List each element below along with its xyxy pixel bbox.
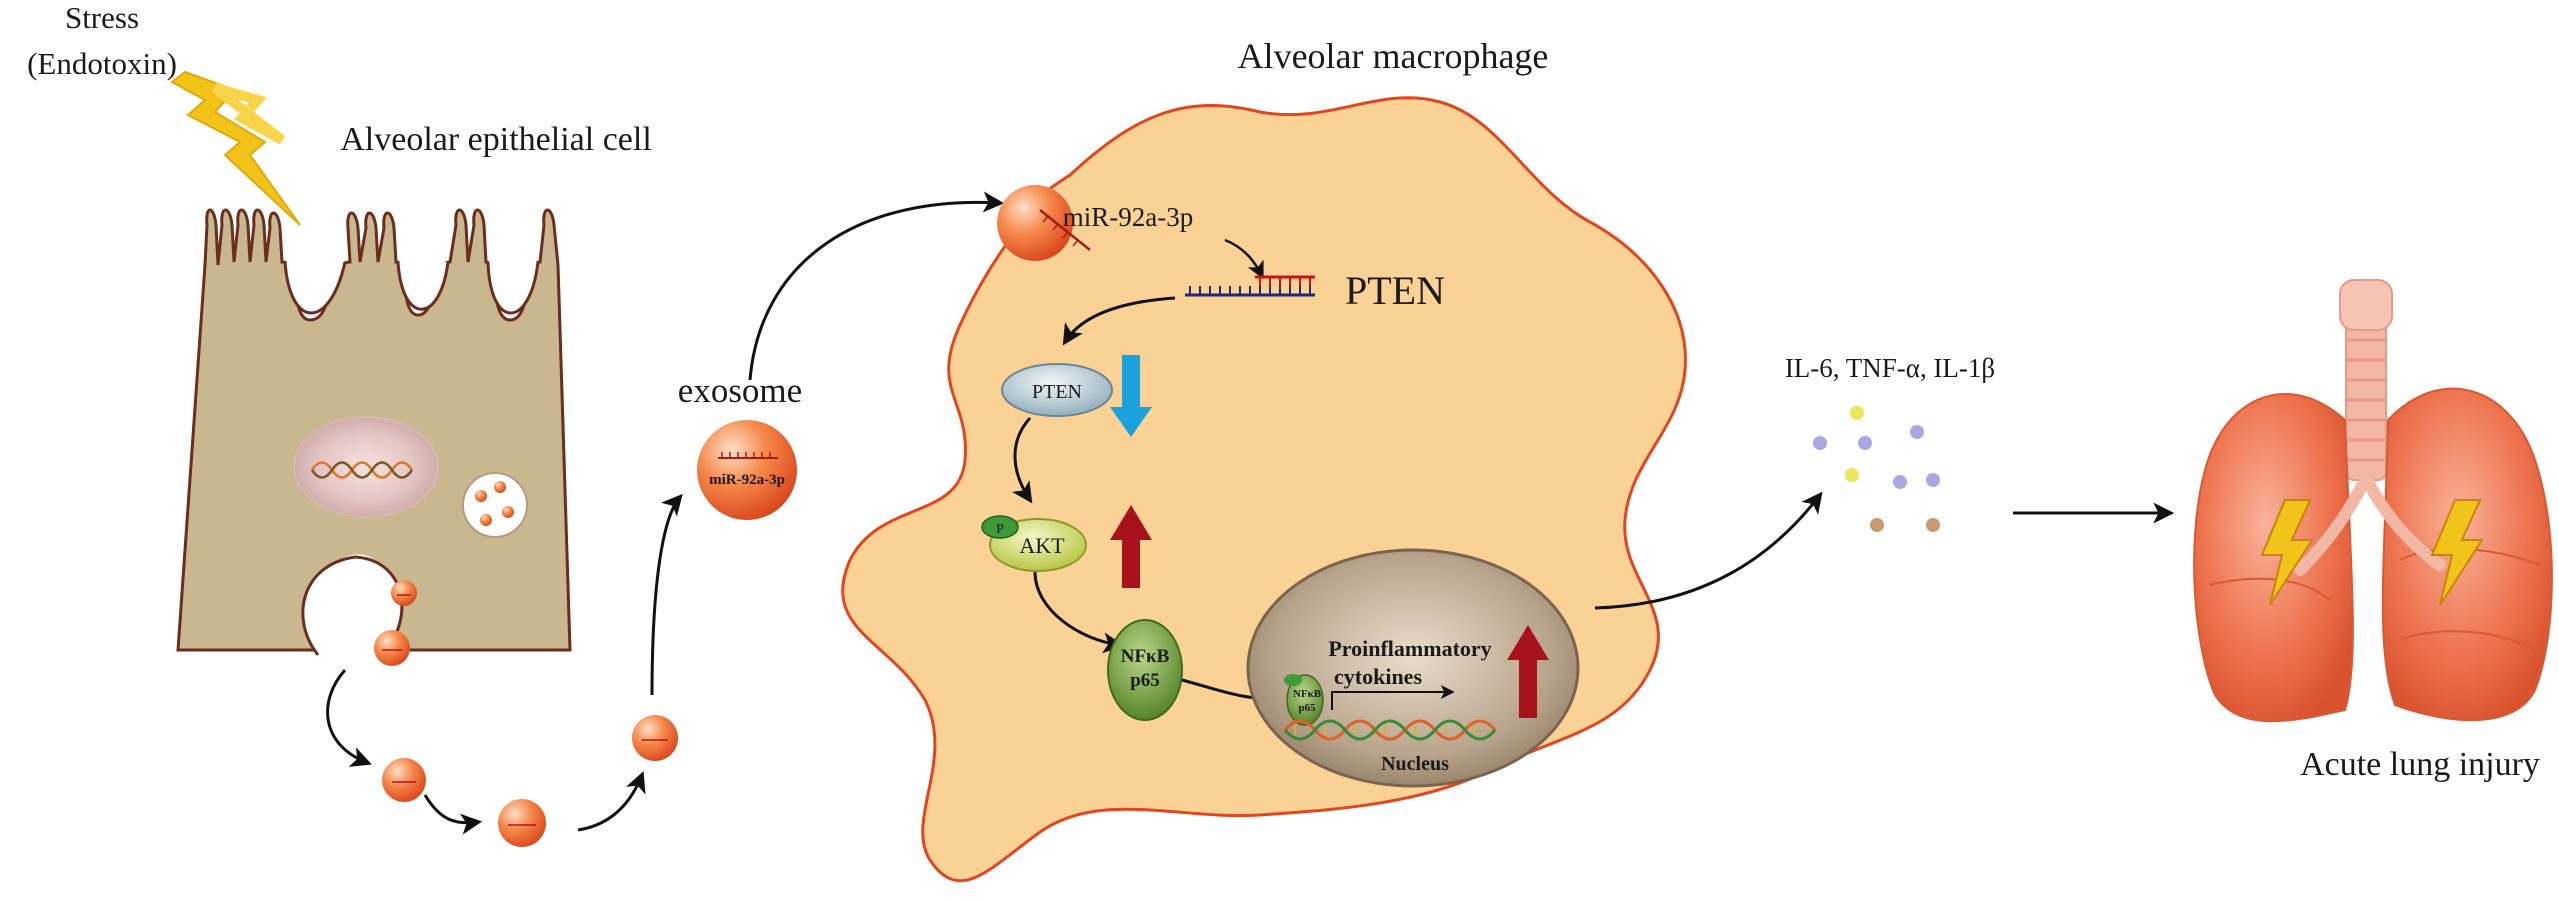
phospho-group (981, 515, 1019, 539)
exosome-label: exosome (678, 371, 802, 410)
dna-icon (1283, 719, 1497, 741)
nuclear-nfkb (1286, 674, 1324, 726)
nfkb-label-2: p65 (1130, 670, 1160, 691)
vesicle (475, 490, 487, 502)
macrophage-label: Alveolar macrophage (1238, 36, 1549, 76)
akt-up-arrow (1110, 505, 1152, 588)
proinflammatory-label-1: Proinflammatory (1328, 636, 1491, 661)
lightning-icon (170, 70, 301, 226)
proinflammatory-label-2: cytokines (1334, 664, 1422, 689)
nucleus-label: Nucleus (1381, 753, 1449, 775)
exosome-release (374, 630, 410, 666)
epithelial-cell-label: Alveolar epithelial cell (340, 121, 652, 158)
pten-protein (1001, 363, 1113, 417)
cytokines-label: IL-6, TNF-α, IL-1β (1785, 353, 1995, 383)
exosome-travel (632, 715, 678, 761)
exosome-travel (382, 758, 426, 802)
vesicle (502, 506, 514, 518)
phospho-label: P (996, 522, 1004, 537)
inhibition-arrow (1011, 416, 1033, 504)
nuclear-nfkb-label-1: NFκB (1293, 688, 1322, 700)
stress-label: Stress (65, 0, 139, 35)
exosome-cargo-label: miR-92a-3p (709, 472, 785, 488)
vesicle (480, 514, 492, 526)
mirna-label: miR-92a-3p (1063, 202, 1193, 232)
exosome-small (391, 580, 417, 606)
trachea-icon (2339, 279, 2393, 481)
travel-arrow (423, 794, 483, 835)
release-arrow (326, 668, 372, 767)
outcome-label: Acute lung injury (2300, 746, 2540, 783)
nfkb-label-1: NFκB (1121, 646, 1170, 667)
nfkb-protein (1107, 619, 1183, 721)
cytokines-up-arrow (1507, 625, 1549, 718)
transcription-arrow (1331, 685, 1455, 710)
activation-arrow (1033, 571, 1125, 654)
cytokine-particles (1813, 406, 1940, 532)
dna-icon (310, 461, 414, 479)
multivesicular-body (462, 472, 528, 538)
lung-icon (2193, 279, 2553, 723)
exosome-travel (498, 799, 546, 847)
akt-label: AKT (1019, 533, 1065, 558)
pten-down-arrow (1110, 355, 1152, 437)
macrophage-nucleus (1246, 548, 1580, 788)
exosome-with-cargo (697, 420, 797, 520)
uptake-arrow (748, 191, 1005, 381)
secretion-arrow (1594, 491, 1823, 610)
alveolar-macrophage (841, 96, 1687, 883)
vesicle (494, 481, 506, 493)
membrane-exosome (997, 185, 1073, 261)
nuclear-nfkb-label-2: p65 (1298, 702, 1316, 714)
translation-arrow (1062, 296, 1176, 346)
travel-arrow (577, 771, 646, 832)
pten-mrna-icon (1185, 275, 1315, 297)
travel-arrow (650, 493, 683, 696)
mirna-binding-arrow (1224, 238, 1264, 280)
endotoxin-label: (Endotoxin) (27, 46, 177, 81)
nuclear-phospho (1284, 674, 1302, 686)
epithelial-nucleus (293, 416, 439, 518)
pten-protein-label: PTEN (1032, 381, 1082, 403)
pten-mrna-label: PTEN (1345, 268, 1445, 313)
